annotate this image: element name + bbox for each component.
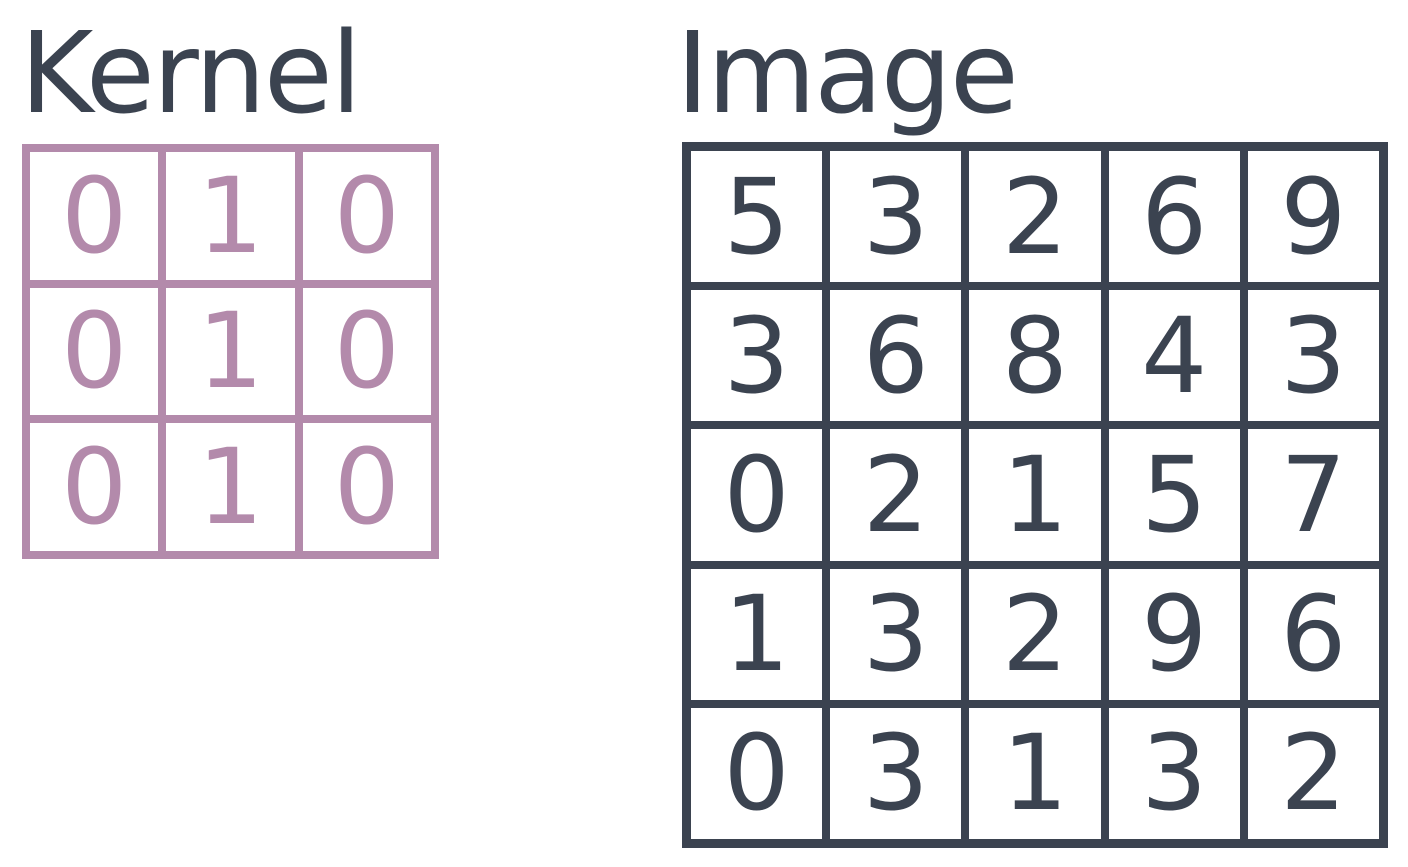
image-cell-r5-c5: 2 — [1243, 703, 1383, 843]
image-cell-r2-c1: 3 — [687, 286, 827, 426]
kernel-cell-r3-c3: 0 — [298, 419, 435, 555]
image-cell-r3-c5: 7 — [1243, 425, 1383, 565]
image-cell-r2-c5: 3 — [1243, 286, 1383, 426]
image-cell-r1-c1: 5 — [687, 147, 827, 287]
image-cell-r5-c4: 3 — [1104, 703, 1244, 843]
kernel-cell-r1-c2: 1 — [162, 148, 299, 284]
image-cell-r4-c1: 1 — [687, 564, 827, 704]
image-cell-r4-c3: 2 — [965, 564, 1105, 704]
image-cell-r3-c3: 1 — [965, 425, 1105, 565]
image-cell-r5-c2: 3 — [826, 703, 966, 843]
kernel-cell-r2-c3: 0 — [298, 283, 435, 420]
kernel-cell-r1-c1: 0 — [26, 148, 163, 284]
image-title: Image — [676, 9, 1019, 139]
image-cell-r1-c5: 9 — [1243, 147, 1383, 287]
kernel-cell-r2-c2: 1 — [162, 283, 299, 420]
image-cell-r4-c4: 9 — [1104, 564, 1244, 704]
kernel-title: Kernel — [20, 9, 362, 139]
image-cell-r5-c3: 1 — [965, 703, 1105, 843]
image-cell-r4-c5: 6 — [1243, 564, 1383, 704]
image-cell-r2-c2: 6 — [826, 286, 966, 426]
image-cell-r3-c1: 0 — [687, 425, 827, 565]
kernel-cell-r3-c2: 1 — [162, 419, 299, 555]
image-cell-r1-c3: 2 — [965, 147, 1105, 287]
kernel-cell-r2-c1: 0 — [26, 283, 163, 420]
kernel-cell-r1-c3: 0 — [298, 148, 435, 284]
image-cell-r5-c1: 0 — [687, 703, 827, 843]
image-cell-r1-c4: 6 — [1104, 147, 1244, 287]
image-cell-r2-c4: 4 — [1104, 286, 1244, 426]
image-cell-r1-c2: 3 — [826, 147, 966, 287]
kernel-cell-r3-c1: 0 — [26, 419, 163, 555]
image-cell-r3-c4: 5 — [1104, 425, 1244, 565]
image-cell-r3-c2: 2 — [826, 425, 966, 565]
image-cell-r2-c3: 8 — [965, 286, 1105, 426]
image-cell-r4-c2: 3 — [826, 564, 966, 704]
